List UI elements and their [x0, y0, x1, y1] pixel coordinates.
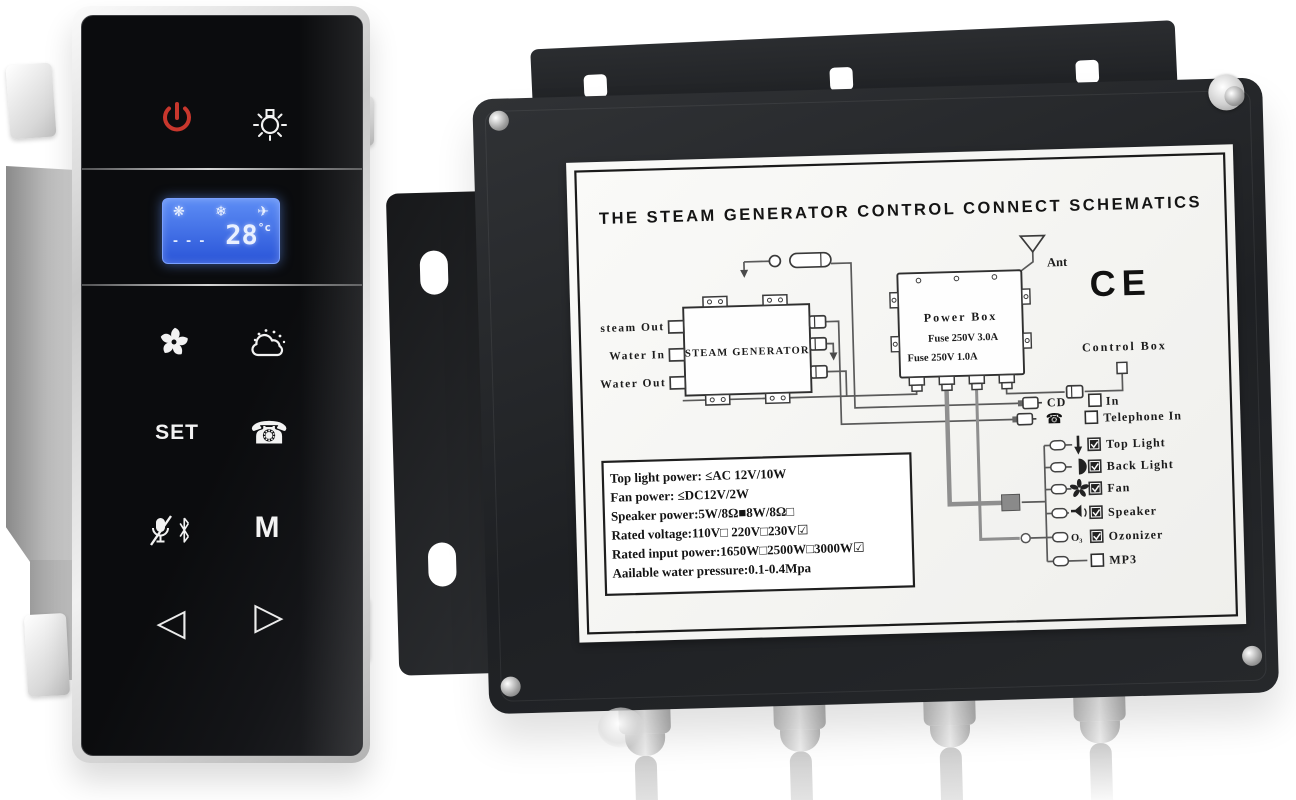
light-button[interactable] [250, 103, 290, 143]
mounting-hole [583, 74, 608, 99]
steam-generator-name: STEAM GENERATOR [685, 345, 810, 359]
steam-cloud-icon [251, 329, 286, 357]
antenna-icon [1018, 234, 1046, 254]
multi-connector [1000, 493, 1021, 512]
light-icon [253, 109, 287, 141]
fuse-label: Fuse 250V 3.0A [928, 332, 999, 345]
lcd-dashes: - - - [173, 232, 207, 249]
fan-icon [160, 327, 188, 355]
mounting-plate [6, 166, 80, 586]
mounting-clip [23, 612, 71, 698]
control-box-label: Control Box [1082, 338, 1167, 354]
section-divider [82, 284, 362, 286]
power-box-symbol: Power Box Fuse 250V 3.0A Fuse 250V 1.0A [889, 269, 1033, 393]
set-button[interactable]: SET [155, 421, 199, 444]
device-label: Fan [1107, 480, 1130, 495]
port-label: steam Out [600, 321, 665, 335]
phone-icon: ☎ [249, 415, 289, 452]
control-box-assembly: THE STEAM GENERATOR CONTROL CONNECT SCHE… [375, 9, 1296, 800]
in-label: In [1106, 394, 1120, 408]
mode-button[interactable]: M [254, 511, 280, 544]
touch-control-panel: ❋ ❄ ✈ - - - 28°c [72, 6, 370, 763]
device-label: Back Light [1107, 457, 1174, 473]
spec-line: Speaker power:5W/8Ω■8W/8Ω□ [611, 504, 795, 524]
spec-line: Top light power: ≤AC 12V/10W [610, 466, 787, 486]
section-divider [82, 168, 362, 170]
fuse-label: Fuse 250V 1.0A [907, 351, 978, 364]
cable [789, 751, 815, 800]
spec-line: Rated voltage:110V□ 220V□230V☑ [611, 522, 808, 542]
spec-line: Rated input power:1650W□2500W□3000W☑ [612, 540, 865, 562]
cd-label: CD [1047, 395, 1067, 410]
mounting-clip [5, 62, 57, 140]
inline-connector [1020, 532, 1031, 544]
cable [634, 755, 660, 800]
spec-box [601, 452, 916, 597]
mounting-slot [419, 250, 449, 295]
mounting-slot [427, 542, 457, 587]
power-box-name: Power Box [924, 309, 998, 325]
lcd-display: ❋ ❄ ✈ - - - 28°c [162, 198, 280, 264]
lcd-jet-icon: ✈ [257, 204, 269, 220]
device-label: Top Light [1106, 435, 1166, 451]
schematic-label: THE STEAM GENERATOR CONTROL CONNECT SCHE… [566, 144, 1247, 643]
lcd-temperature: 28°c [225, 220, 271, 251]
corner-screw [488, 110, 510, 131]
fan-row-icon [1069, 478, 1089, 497]
label-frame [574, 152, 1239, 635]
lcd-temp-unit: °c [257, 221, 271, 234]
telephone-icon: ☎ [1045, 411, 1063, 427]
antenna-label: Ant [1047, 255, 1068, 270]
spec-line: Fan power: ≤DC12V/2W [610, 486, 749, 505]
device-label: Speaker [1108, 503, 1157, 518]
right-arrow-button[interactable]: ▷ [254, 594, 284, 638]
back-light-icon [1078, 458, 1087, 475]
device-label: MP3 [1109, 552, 1137, 567]
left-arrow-button[interactable]: ◁ [156, 600, 186, 644]
elbow-connector [1116, 361, 1128, 375]
spec-line: Aailable water pressure:0.1-0.4Mpa [612, 560, 811, 581]
corner-screw [500, 676, 521, 697]
ground-arrow [829, 352, 838, 361]
steam-generator-symbol: STEAM GENERATOR [667, 293, 829, 406]
port-label: Water In [609, 349, 666, 363]
temp-probe [768, 251, 832, 269]
ce-mark: CE [1089, 262, 1152, 305]
phone-button[interactable]: ☎ [249, 415, 289, 452]
mounting-hole [1075, 59, 1100, 84]
wires [682, 251, 1124, 563]
lcd-fan-icon: ❋ [173, 204, 185, 220]
schematic-diagram: THE STEAM GENERATOR CONTROL CONNECT SCHE… [574, 152, 1239, 635]
ozone-icon: O₃ [1071, 533, 1083, 544]
power-button[interactable] [157, 99, 197, 139]
power-icon [163, 102, 191, 132]
mounting-hole [829, 66, 854, 91]
lcd-snowflake-icon: ❄ [215, 204, 227, 220]
speaker-icon [1070, 504, 1087, 518]
fan-button[interactable] [155, 323, 193, 361]
panel-glass: ❋ ❄ ✈ - - - 28°c [81, 15, 363, 756]
ground-arrow [740, 269, 749, 278]
cable [939, 747, 965, 800]
control-box: THE STEAM GENERATOR CONTROL CONNECT SCHE… [472, 73, 1280, 749]
corner-screw [1241, 645, 1263, 667]
steam-button[interactable] [248, 325, 290, 365]
schematic-title: THE STEAM GENERATOR CONTROL CONNECT SCHE… [599, 193, 1203, 228]
telephone-label: Telephone In [1103, 408, 1182, 424]
cable [1089, 742, 1114, 800]
corner-screw [1224, 85, 1245, 107]
mic-bluetooth-icon [150, 515, 190, 546]
mic-bluetooth-button[interactable] [149, 514, 195, 550]
power-wires [944, 383, 1020, 541]
port-label: Water Out [600, 377, 666, 391]
device-label: Ozonizer [1108, 527, 1163, 543]
top-light-icon [1074, 435, 1083, 455]
